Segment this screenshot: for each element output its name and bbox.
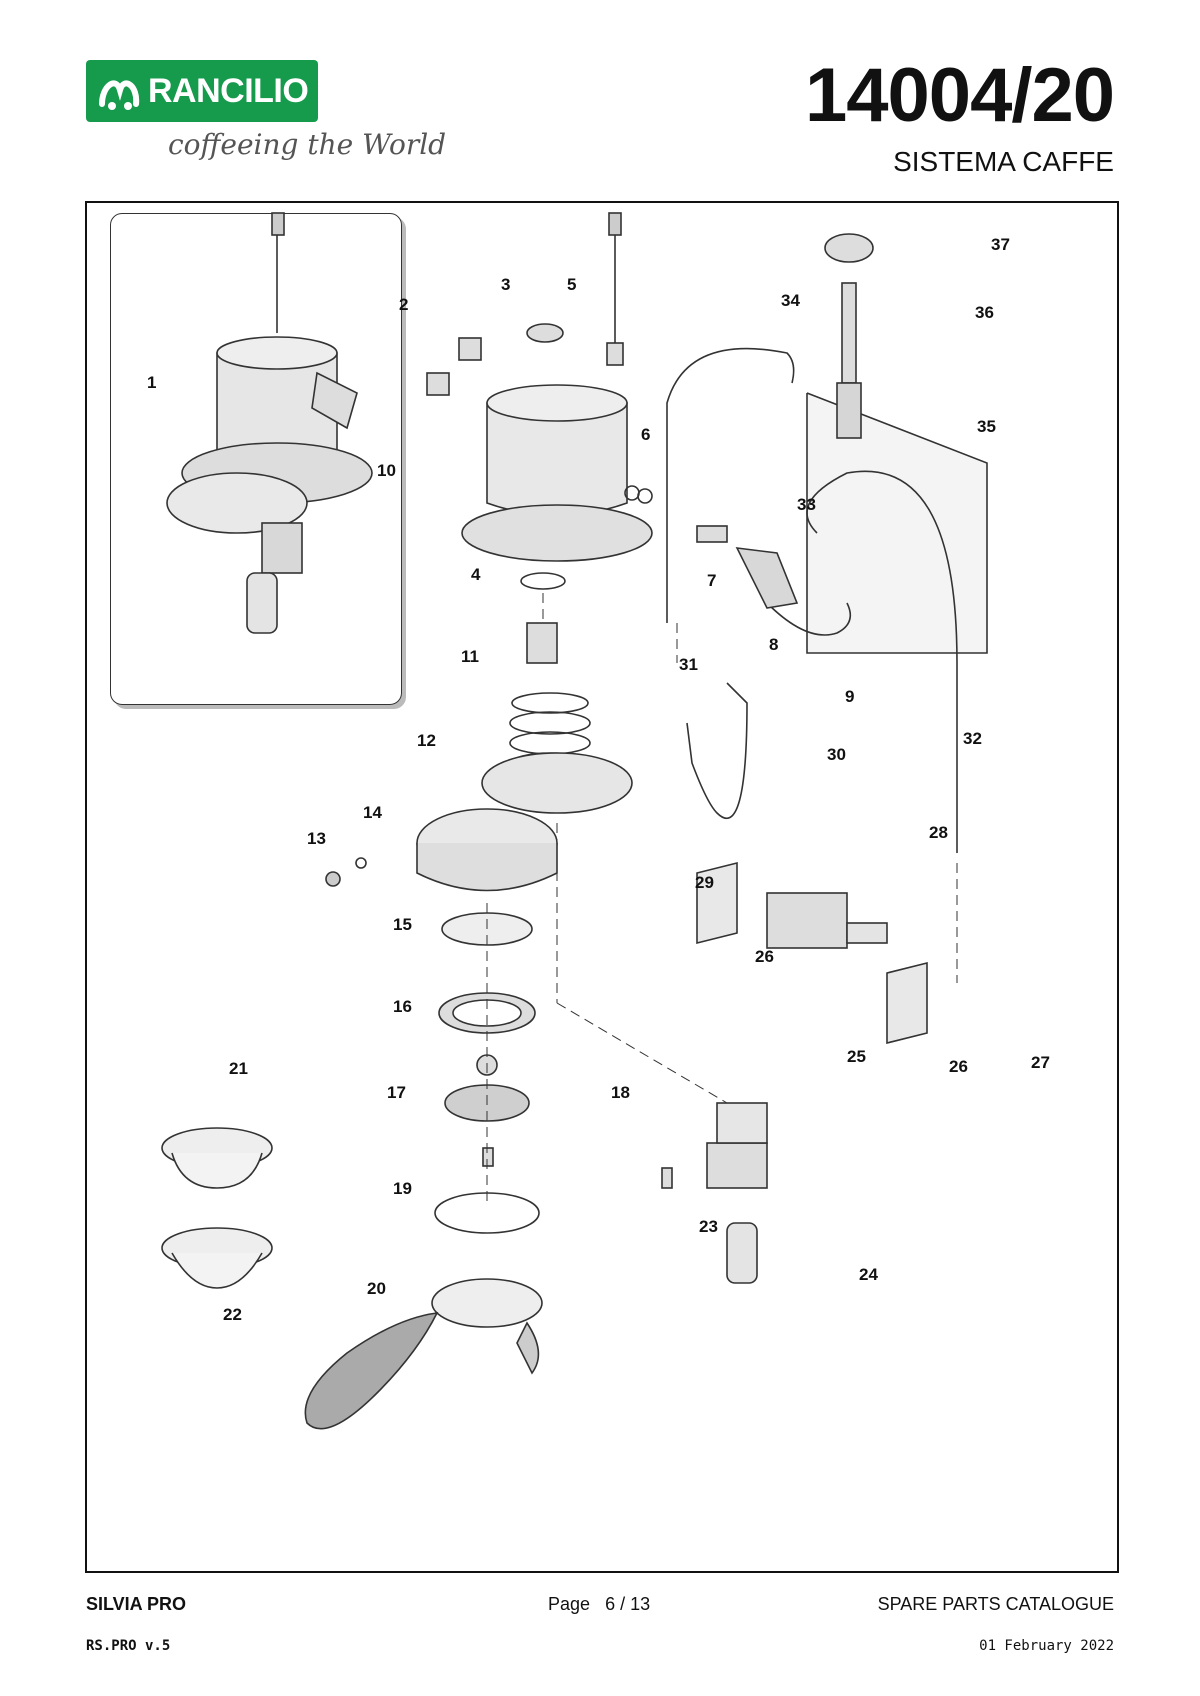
callout-29: 29: [695, 873, 714, 892]
callout-26b: 26: [949, 1057, 968, 1076]
callout-2: 2: [399, 295, 409, 314]
footer-revision: RS.PRO v.5: [86, 1638, 171, 1654]
callout-27: 27: [1031, 1053, 1050, 1072]
callout-26a: 26: [755, 947, 774, 966]
brand-name: RANCILIO: [148, 71, 309, 110]
section-title: SISTEMA CAFFE: [893, 146, 1114, 177]
callout-31: 31: [679, 655, 698, 674]
callout-32: 32: [963, 729, 982, 748]
callout-18: 18: [611, 1083, 630, 1102]
brand-logo: RANCILIO: [86, 60, 318, 122]
callout-21: 21: [229, 1059, 248, 1078]
exploded-diagram: 1 2 3 4 5 6 7 8 9 10 11 12 13 14 15 16 1…: [85, 201, 1119, 1573]
callout-5: 5: [567, 275, 577, 294]
callout-11: 11: [461, 647, 479, 666]
callout-17: 17: [387, 1083, 406, 1102]
callout-8: 8: [769, 635, 779, 654]
callout-1: 1: [147, 373, 157, 392]
callout-34: 34: [781, 291, 800, 310]
callout-30: 30: [827, 745, 846, 764]
callout-15: 15: [393, 915, 412, 934]
callout-9: 9: [845, 687, 855, 706]
callout-13: 13: [307, 829, 326, 848]
callout-20: 20: [367, 1279, 386, 1298]
footer-page: Page 6 / 13: [548, 1594, 650, 1615]
callout-14: 14: [363, 803, 382, 822]
assembly-inset: [110, 213, 402, 705]
callout-24: 24: [859, 1265, 878, 1284]
callout-23: 23: [699, 1217, 718, 1236]
callout-35: 35: [977, 417, 996, 436]
callout-19: 19: [393, 1179, 412, 1198]
rancilio-logo-icon: [99, 80, 140, 110]
callout-33: 33: [797, 495, 816, 514]
callout-3: 3: [501, 275, 511, 294]
diagram-drawing: [161, 212, 988, 1430]
callout-28: 28: [929, 823, 948, 842]
callout-25: 25: [847, 1047, 866, 1066]
callout-6: 6: [641, 425, 651, 444]
brand-tagline: coffeeing the World: [168, 128, 447, 161]
callout-16: 16: [393, 997, 412, 1016]
callout-10: 10: [377, 461, 396, 480]
callout-37: 37: [991, 235, 1010, 254]
footer-page-label: Page: [548, 1594, 591, 1614]
footer-model: SILVIA PRO: [86, 1594, 187, 1614]
callout-22: 22: [223, 1305, 242, 1324]
footer-catalogue: SPARE PARTS CATALOGUE: [877, 1594, 1114, 1614]
callout-7: 7: [707, 571, 717, 590]
footer-date: 01 February 2022: [979, 1638, 1114, 1654]
footer-page-value: 6 / 13: [605, 1594, 651, 1614]
callout-36: 36: [975, 303, 994, 322]
callout-12: 12: [417, 731, 436, 750]
callout-4: 4: [471, 565, 481, 584]
catalogue-code: 14004/20: [805, 53, 1115, 138]
